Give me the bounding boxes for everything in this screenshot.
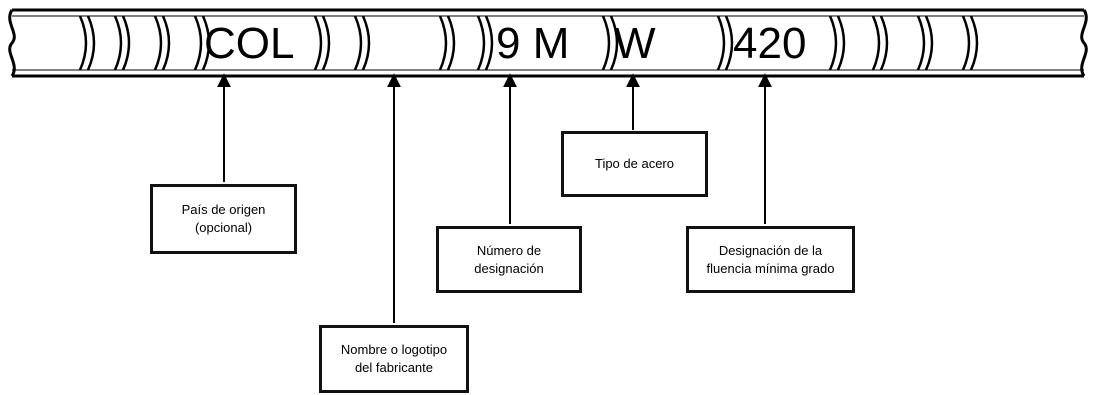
rebar bbox=[8, 8, 1088, 78]
rebar-rib bbox=[321, 15, 331, 71]
rebar-rib bbox=[353, 15, 363, 71]
rebar-rib bbox=[153, 15, 163, 71]
rebar-rib bbox=[871, 15, 881, 71]
rebar-ribs bbox=[78, 15, 979, 71]
rebar-rib bbox=[201, 15, 211, 71]
rebar-rib bbox=[916, 15, 926, 71]
rebar-rib bbox=[86, 15, 96, 71]
leader-lines bbox=[217, 73, 772, 323]
callout-country-of-origin: País de origen (opcional) bbox=[150, 184, 297, 254]
callout-designation-number: Número de designación bbox=[436, 226, 582, 293]
rebar-rib bbox=[879, 15, 889, 71]
rebar-rib bbox=[724, 15, 734, 71]
rebar-rib bbox=[161, 15, 171, 71]
callout-grade-line2: fluencia mínima grado bbox=[706, 260, 835, 276]
rebar-rib bbox=[961, 15, 971, 71]
rebar-rib bbox=[484, 15, 494, 71]
callout-manufacturer: Nombre o logotipo del fabricante bbox=[319, 325, 469, 393]
rebar-rib bbox=[438, 15, 448, 71]
callout-min-yield-grade: Designación de la fluencia mínima grado bbox=[686, 226, 855, 293]
rebar-rib bbox=[969, 15, 979, 71]
marking-grade: 420 bbox=[733, 19, 807, 68]
rebar-rib bbox=[313, 15, 323, 71]
callout-steel-type-line1: Tipo de acero bbox=[594, 156, 674, 172]
rebar-rib bbox=[828, 15, 838, 71]
rebar-rib bbox=[716, 15, 726, 71]
callout-manufacturer-line2: del fabricante bbox=[354, 360, 434, 375]
rebar-rib bbox=[609, 15, 619, 71]
marking-steel-type: W bbox=[614, 19, 656, 68]
callout-designation-line2: designación bbox=[474, 260, 544, 276]
rebar-rib bbox=[113, 15, 123, 71]
rebar-rib bbox=[78, 15, 88, 71]
callout-country-line1: País de origen bbox=[181, 202, 266, 218]
marking-country: COL bbox=[204, 19, 295, 68]
rebar-rib bbox=[193, 15, 203, 71]
rebar-left-break bbox=[8, 9, 16, 77]
callout-country-line2: (opcional) bbox=[194, 220, 253, 235]
callout-manufacturer-line1: Nombre o logotipo bbox=[340, 342, 448, 358]
rebar-rib bbox=[121, 15, 131, 71]
rebar-rib bbox=[476, 15, 486, 71]
callout-grade-line1: Designación de la bbox=[718, 242, 823, 258]
rebar-rib bbox=[836, 15, 846, 71]
rebar-right-break bbox=[1080, 9, 1088, 77]
rebar-rib bbox=[924, 15, 934, 71]
marking-designation: 9 M bbox=[496, 19, 570, 68]
rebar-rib bbox=[601, 15, 611, 71]
rebar-rib bbox=[446, 15, 456, 71]
callout-designation-line1: Número de bbox=[476, 242, 542, 258]
rebar-rib bbox=[361, 15, 371, 71]
callout-steel-type: Tipo de acero bbox=[561, 131, 708, 197]
